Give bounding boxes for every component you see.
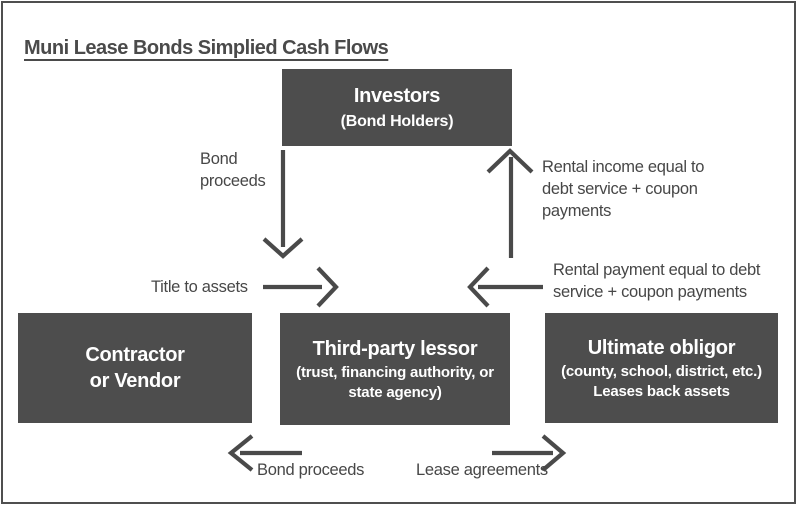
label-bond-proceeds-top: Bond proceeds bbox=[200, 150, 266, 190]
node-obligor-title: Ultimate obligor bbox=[587, 336, 736, 359]
label-lease-agreements: Lease agreements bbox=[416, 461, 548, 479]
arrow-bond-proceeds-down bbox=[262, 150, 304, 259]
arrow-rental-payment-left bbox=[467, 266, 543, 308]
label-rental-income: Rental income equal to debt service + co… bbox=[542, 158, 705, 220]
node-contractor-title: Contractor or Vendor bbox=[85, 343, 185, 392]
arrow-title-to-assets-right bbox=[263, 266, 339, 308]
node-lessor-title: Third-party lessor bbox=[312, 337, 478, 360]
node-obligor-subtitle: (county, school, district, etc.) Leases … bbox=[561, 362, 762, 400]
label-title-to-assets: Title to assets bbox=[151, 278, 248, 296]
node-investors-subtitle: (Bond Holders) bbox=[340, 112, 454, 130]
node-lessor-subtitle: (trust, financing authority, or state ag… bbox=[296, 363, 494, 401]
page-title: Muni Lease Bonds Simplied Cash Flows bbox=[24, 37, 389, 60]
node-investors-title: Investors bbox=[353, 85, 441, 108]
node-investors: Investors (Bond Holders) bbox=[282, 69, 512, 146]
arrow-rental-income-up bbox=[486, 148, 534, 258]
node-third-party-lessor: Third-party lessor (trust, financing aut… bbox=[280, 313, 510, 425]
node-ultimate-obligor: Ultimate obligor (county, school, distri… bbox=[545, 313, 778, 423]
node-contractor: Contractor or Vendor bbox=[18, 313, 252, 423]
label-bond-proceeds-bottom: Bond proceeds bbox=[257, 461, 365, 479]
label-rental-payment: Rental payment equal to debt service + c… bbox=[553, 261, 761, 301]
